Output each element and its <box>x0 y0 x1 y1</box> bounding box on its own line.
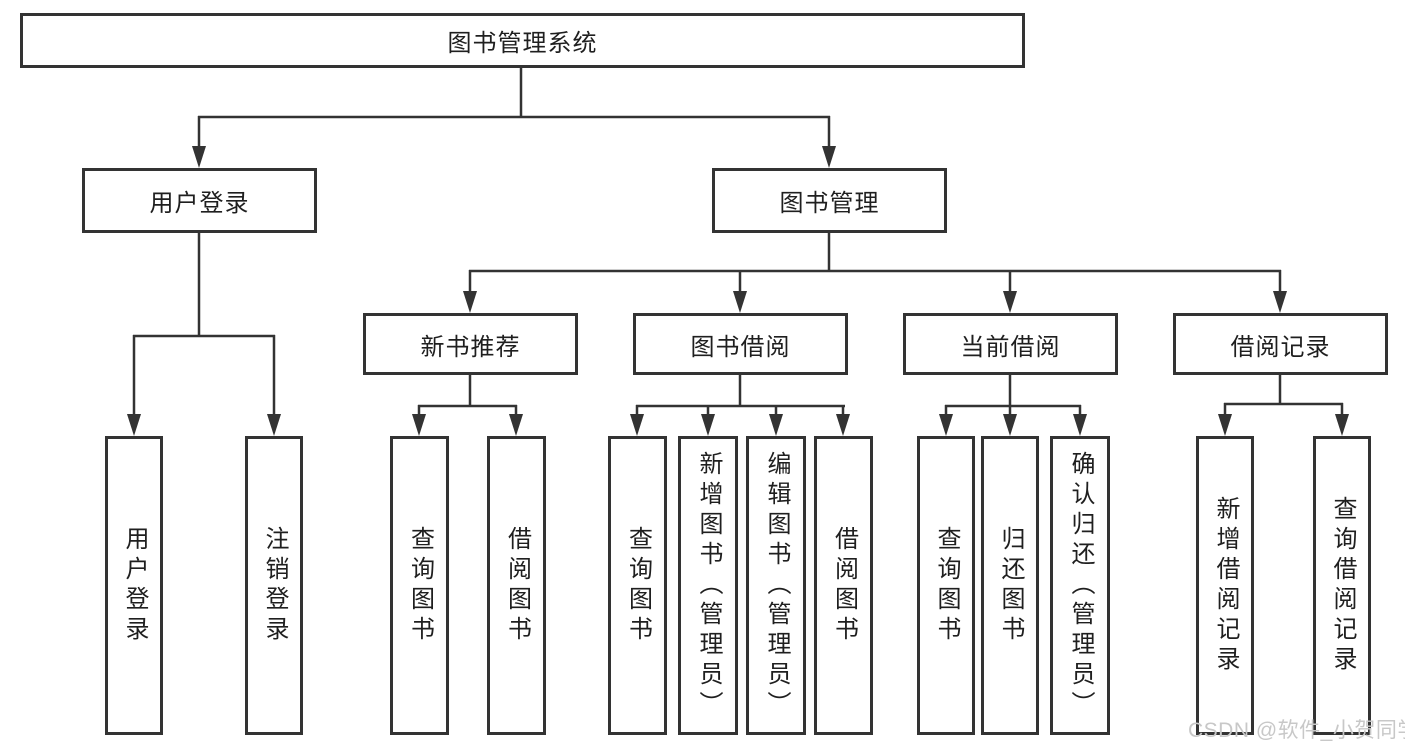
leaf-borrow-books: 借阅图书 <box>814 436 873 735</box>
connector-root-to-level2 <box>197 68 831 146</box>
leaf-query-books-recommend: 查询图书 <box>390 436 449 735</box>
node-user-login: 用户登录 <box>82 168 317 233</box>
arrow-down-icon <box>836 414 850 436</box>
arrow-down-icon <box>822 146 836 168</box>
watermark: CSDN @软件_小贺同学 <box>1188 719 1405 742</box>
connector-userlogin-to-leaves <box>132 233 276 414</box>
arrow-down-icon <box>192 146 206 168</box>
arrow-down-icon <box>1003 414 1017 436</box>
arrow-down-icon <box>701 414 715 436</box>
node-library-system: 图书管理系统 <box>20 13 1025 68</box>
arrow-down-icon <box>939 414 953 436</box>
arrow-down-icon <box>267 414 281 436</box>
connector-newbook-to-leaves <box>417 375 518 415</box>
leaf-query-books-borrow: 查询图书 <box>608 436 667 735</box>
node-book-management: 图书管理 <box>712 168 947 233</box>
leaf-confirm-return-admin: 确认归还（管理员） <box>1050 436 1110 735</box>
leaf-add-books-admin: 新增图书（管理员） <box>678 436 738 735</box>
arrow-down-icon <box>630 414 644 436</box>
node-book-borrow: 图书借阅 <box>633 313 848 375</box>
arrow-down-icon <box>1003 291 1017 313</box>
arrow-down-icon <box>127 414 141 436</box>
node-new-book-recommend: 新书推荐 <box>363 313 578 375</box>
arrow-down-icon <box>509 414 523 436</box>
connector-borrowrecords-to-leaves <box>1223 375 1344 415</box>
leaf-add-borrow-record: 新增借阅记录 <box>1196 436 1254 735</box>
arrow-down-icon <box>1335 414 1349 436</box>
arrow-down-icon <box>1073 414 1087 436</box>
arrow-down-icon <box>463 291 477 313</box>
connector-bookborrow-to-leaves <box>635 375 845 415</box>
leaf-return-books: 归还图书 <box>981 436 1039 735</box>
arrow-down-icon <box>769 414 783 436</box>
connector-currentborrow-to-leaves <box>944 375 1082 415</box>
leaf-edit-books-admin: 编辑图书（管理员） <box>746 436 806 735</box>
arrow-down-icon <box>412 414 426 436</box>
arrow-down-icon <box>1218 414 1232 436</box>
node-current-borrow: 当前借阅 <box>903 313 1118 375</box>
leaf-query-borrow-record: 查询借阅记录 <box>1313 436 1371 735</box>
arrow-down-icon <box>733 291 747 313</box>
leaf-query-books-current: 查询图书 <box>917 436 975 735</box>
leaf-user-login: 用户登录 <box>105 436 163 735</box>
node-borrow-records: 借阅记录 <box>1173 313 1388 375</box>
leaf-logout-login: 注销登录 <box>245 436 303 735</box>
connector-bookmgmt-to-level3 <box>468 233 1282 291</box>
leaf-borrow-books-recommend: 借阅图书 <box>487 436 546 735</box>
arrow-down-icon <box>1273 291 1287 313</box>
